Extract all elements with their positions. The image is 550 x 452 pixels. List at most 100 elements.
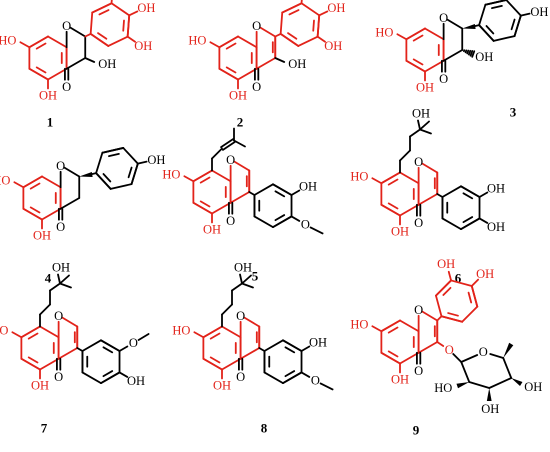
bond — [101, 147, 125, 154]
bond — [470, 278, 480, 287]
compound-4: OHOOHOOH4 — [0, 147, 165, 286]
bond — [399, 203, 420, 217]
bond — [284, 346, 296, 354]
bond — [84, 32, 92, 38]
bond — [130, 162, 139, 185]
bond — [272, 183, 293, 196]
ring-oxygen: O — [62, 19, 71, 33]
methoxy-oxygen: O — [311, 373, 320, 387]
bond — [20, 325, 41, 339]
hydroxyl-label: OH — [299, 180, 317, 194]
bond — [436, 193, 444, 198]
bond — [399, 351, 420, 365]
bond — [193, 331, 205, 339]
bond — [41, 175, 62, 189]
bond — [57, 347, 79, 360]
bond — [63, 166, 81, 178]
hydroxyl-label: OH — [391, 225, 409, 239]
hydroxyl-label: OH — [487, 220, 505, 234]
bond — [371, 177, 383, 185]
bond — [424, 59, 445, 73]
hydroxyl-label: HO — [350, 317, 368, 331]
hydroxyl-label: HO — [188, 33, 206, 47]
hydroxyl-label: OH — [288, 57, 306, 71]
ring-oxygen: O — [414, 155, 423, 169]
bond — [510, 18, 516, 31]
bond — [387, 178, 399, 186]
hydroxyl-label: OH — [33, 229, 51, 243]
bond — [231, 282, 243, 292]
bond — [502, 357, 513, 379]
compound-number: 4 — [45, 271, 52, 286]
hydroxyl-label: OH — [137, 1, 155, 15]
bond — [137, 333, 150, 341]
bond — [22, 207, 43, 221]
hydroxyl-label: OH — [475, 50, 493, 64]
bond — [89, 172, 97, 176]
bond — [102, 346, 114, 354]
ring-oxygen: O — [414, 303, 423, 317]
bond — [460, 217, 481, 231]
compound-number: 6 — [455, 271, 462, 286]
bond — [461, 305, 479, 323]
bond — [29, 206, 41, 214]
glycosidic-oxygen: O — [445, 343, 454, 357]
bond — [237, 67, 258, 81]
bond — [405, 27, 426, 41]
bond — [59, 282, 72, 289]
bond — [399, 171, 420, 185]
bond — [380, 203, 401, 217]
ring-oxygen: O — [439, 11, 448, 25]
carbonyl-oxygen: O — [439, 72, 448, 86]
bond — [519, 12, 531, 17]
compound-2: OHOOHOOHOHOHOH2 — [188, 0, 345, 130]
bond — [27, 332, 39, 340]
bond — [28, 67, 49, 81]
bond — [95, 151, 104, 175]
bond — [39, 357, 60, 371]
stereo-wedge-bond — [462, 24, 476, 29]
bond — [248, 191, 256, 196]
bond — [409, 128, 421, 138]
bond — [126, 35, 136, 43]
bond — [396, 33, 408, 41]
hydroxyl-label: OH — [31, 379, 49, 393]
hydroxyl-label: OH — [234, 261, 252, 275]
bond — [435, 279, 452, 297]
bond — [218, 35, 239, 49]
bond — [28, 35, 49, 49]
bond — [102, 173, 112, 183]
ring-oxygen: O — [54, 309, 63, 323]
hydroxyl-label: HO — [375, 25, 393, 39]
hydroxyl-label: OH — [437, 257, 455, 271]
stereo-wedge-bond — [486, 388, 492, 401]
bond — [218, 67, 239, 81]
hydroxyl-label: OH — [229, 89, 247, 103]
bond — [316, 14, 321, 38]
bond — [462, 192, 474, 200]
hydroxyl-label: OH — [476, 267, 494, 281]
bond — [447, 270, 452, 282]
bond — [49, 282, 61, 292]
bond — [452, 353, 463, 363]
sugar-ring-oxygen: O — [479, 345, 488, 359]
stereo-wedge-bond — [456, 382, 470, 389]
carbonyl-oxygen: O — [414, 364, 423, 378]
bond — [412, 34, 424, 42]
bond — [211, 169, 232, 183]
hydroxyl-label: OH — [98, 57, 116, 71]
bond — [102, 370, 114, 378]
bond — [279, 32, 300, 47]
bond — [460, 354, 479, 363]
bond — [202, 357, 223, 371]
bond — [253, 183, 274, 196]
bond — [59, 197, 81, 210]
bond — [468, 381, 491, 389]
carbonyl-oxygen: O — [54, 370, 63, 384]
bond — [220, 138, 234, 148]
bond — [59, 274, 70, 285]
bond — [470, 285, 479, 308]
bond — [380, 171, 401, 185]
bond — [300, 2, 321, 17]
